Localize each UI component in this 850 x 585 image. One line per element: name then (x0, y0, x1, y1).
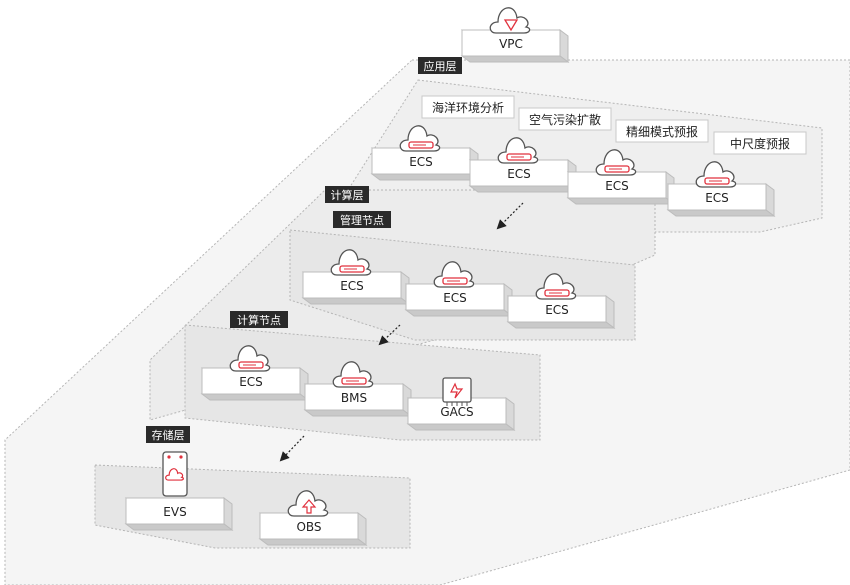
management-node-2: ECS (506, 273, 616, 329)
svg-text:存储层: 存储层 (152, 428, 185, 442)
app-ecs-node-3: ECS (666, 161, 776, 217)
management-label: 管理节点 (333, 211, 391, 228)
svg-text:海洋环境分析: 海洋环境分析 (432, 100, 504, 115)
compute-node-0: ECS (200, 345, 310, 401)
node-label: ECS (545, 303, 569, 317)
node-label: ECS (605, 179, 629, 193)
compute-node-2: GACS (406, 377, 516, 431)
node-label: VPC (499, 37, 523, 51)
svg-text:空气污染扩散: 空气污染扩散 (529, 112, 601, 127)
app-tag-0: 海洋环境分析 (421, 95, 515, 119)
node-label: EVS (163, 505, 186, 519)
node-label: ECS (705, 191, 729, 205)
disk-icon (162, 451, 188, 497)
app-tag-2: 精细模式预报 (615, 119, 709, 143)
storage-layer-label: 存储层 (146, 426, 190, 443)
vpc-node: VPC (460, 7, 570, 63)
app-tag-3: 中尺度预报 (713, 131, 807, 155)
app-ecs-node-2: ECS (566, 149, 676, 205)
app-layer-label: 应用层 (418, 57, 462, 74)
node-label: BMS (341, 391, 367, 405)
management-node-1: ECS (404, 261, 514, 317)
gpu-chip-icon (442, 377, 472, 403)
arrow-compute-to-storage (279, 435, 305, 462)
app-tag-1: 空气污染扩散 (518, 107, 612, 131)
svg-text:计算层: 计算层 (331, 188, 364, 202)
node-label: ECS (239, 375, 263, 389)
evs-node: EVS (124, 451, 234, 531)
compute-node-1: BMS (303, 361, 413, 417)
svg-text:应用层: 应用层 (424, 59, 457, 73)
arrow-app-to-compute (496, 202, 524, 230)
compute-nodes-label: 计算节点 (230, 311, 288, 328)
node-label: ECS (409, 155, 433, 169)
app-ecs-node-1: ECS (468, 137, 578, 193)
arrow-management-to-compute (378, 324, 401, 346)
obs-node: OBS (258, 490, 368, 546)
svg-text:管理节点: 管理节点 (340, 213, 384, 227)
node-label: ECS (443, 291, 467, 305)
node-label: OBS (296, 520, 321, 534)
svg-text:中尺度预报: 中尺度预报 (730, 136, 790, 151)
node-label: ECS (507, 167, 531, 181)
compute-layer-label: 计算层 (325, 186, 369, 203)
obs-cloud-icon (287, 490, 329, 517)
svg-text:计算节点: 计算节点 (237, 313, 281, 327)
node-label: ECS (340, 279, 364, 293)
svg-text:精细模式预报: 精细模式预报 (626, 124, 698, 139)
node-label: GACS (440, 405, 473, 419)
